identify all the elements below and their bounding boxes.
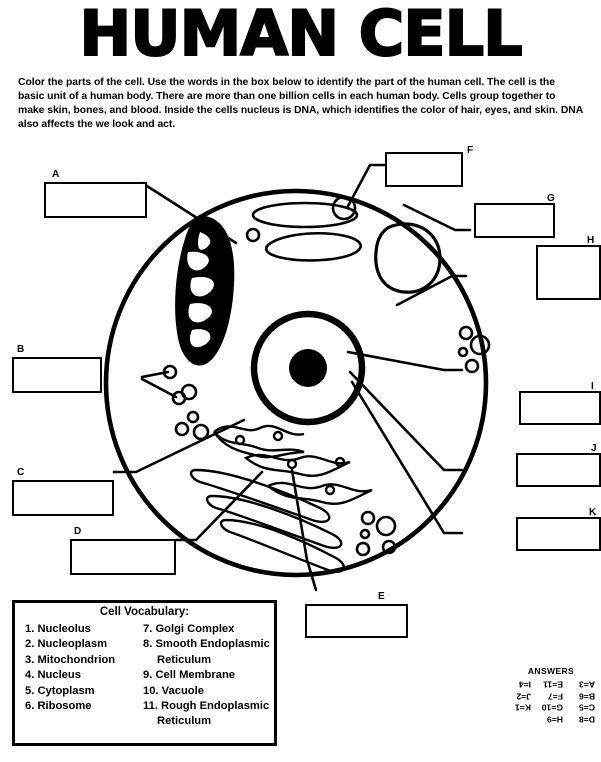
answer-box-g[interactable] [474,203,555,238]
answer-box-label-d: D [74,526,82,537]
nucleolus [289,349,327,387]
answer-key-heading: ANSWERS [527,666,575,676]
answer-key-cell: H=9 [546,714,563,725]
answer-key-cell: F=7 [547,691,563,702]
answer-box-k[interactable] [516,517,601,551]
nucleus-membrane [250,310,366,426]
vocabulary-item: 11. Rough Endoplasmic [143,700,270,713]
answer-box-a[interactable] [44,182,147,218]
answer-key-cell [507,713,531,725]
answer-box-label-a: A [52,169,60,180]
answer-box-label-g: G [547,193,555,204]
answer-key: ANSWERS D=8 H=9 C=5 G=10 K=1 B=6 F=7 J=2… [505,666,597,750]
answer-key-row: D=8 H=9 [505,713,597,725]
page-title: HUMAN CELL [78,0,523,71]
answer-key-row: B=6 F=7 J=2 [505,690,597,702]
answer-key-cell: I=4 [518,679,531,690]
answer-box-h[interactable] [536,245,601,300]
answer-box-label-f: F [467,145,474,156]
vocabulary-item-continuation: Reticulum [157,715,212,728]
cell-membrane-outline [103,188,489,578]
cell-vocabulary-box: Cell Vocabulary: 1. Nucleolus 2. Nucleop… [12,600,277,746]
vocabulary-item: 3. Mitochondrion [25,653,116,666]
vocabulary-item: 4. Nucleus [25,669,81,682]
vocabulary-item: 10. Vacuole [143,684,204,697]
answer-box-label-k: K [589,507,597,518]
vocabulary-item: 1. Nucleolus [25,623,91,635]
vocabulary-heading: Cell Vocabulary: [99,606,190,618]
answer-key-cell: K=1 [514,702,531,713]
mitochondrion [175,215,235,366]
answer-key-cell: C=5 [578,702,595,713]
answer-box-label-j: J [591,443,597,454]
answer-box-d[interactable] [70,539,176,575]
answer-key-cell: E=11 [543,679,563,690]
vocabulary-column-left: 1. Nucleolus 2. Nucleoplasm 3. Mitochond… [25,622,145,714]
instructions-paragraph: Color the parts of the cell. Use the wor… [18,77,583,131]
answer-box-e[interactable] [305,604,408,638]
answer-key-cell: D=8 [578,714,595,725]
answer-box-j[interactable] [516,453,601,487]
rough-endoplasmic-reticulum [213,424,373,505]
vocabulary-item: 2. Nucleoplasm [25,638,108,651]
answer-box-label-h: H [587,235,595,246]
answer-box-label-b: B [17,344,25,355]
answer-key-cell: J=2 [516,691,531,702]
vocabulary-item: 5. Cytoplasm [25,684,95,697]
smooth-endoplasmic-reticulum [189,468,346,573]
answer-key-grid: D=8 H=9 C=5 G=10 K=1 B=6 F=7 J=2 A=3 E=1… [505,678,597,725]
answer-box-f[interactable] [385,152,463,187]
vocabulary-item-continuation: Reticulum [157,653,212,666]
answer-key-row: A=3 E=11 I=4 [505,678,597,690]
vocabulary-column-right: 7. Golgi Complex 8. Smooth Endoplasmic R… [143,622,278,730]
answer-box-c[interactable] [12,480,114,516]
ribosomes [162,325,491,557]
answer-key-cell: G=10 [541,702,563,713]
vocabulary-item: 6. Ribosome [25,700,92,713]
answer-key-cell: B=6 [578,691,595,702]
vocabulary-item: 9. Cell Membrane [143,669,236,682]
vocabulary-item: 8. Smooth Endoplasmic [143,638,270,651]
answer-key-cell: A=3 [578,679,595,690]
answer-box-label-c: C [17,467,25,478]
answer-box-b[interactable] [12,357,102,393]
answer-key-row: C=5 G=10 K=1 [505,701,597,713]
answer-box-label-e: E [378,591,385,602]
answer-box-i[interactable] [519,391,601,425]
answer-box-label-i: I [591,381,594,392]
vacuole [374,222,442,294]
golgi-complex [245,195,362,262]
vocabulary-item: 7. Golgi Complex [143,623,235,635]
